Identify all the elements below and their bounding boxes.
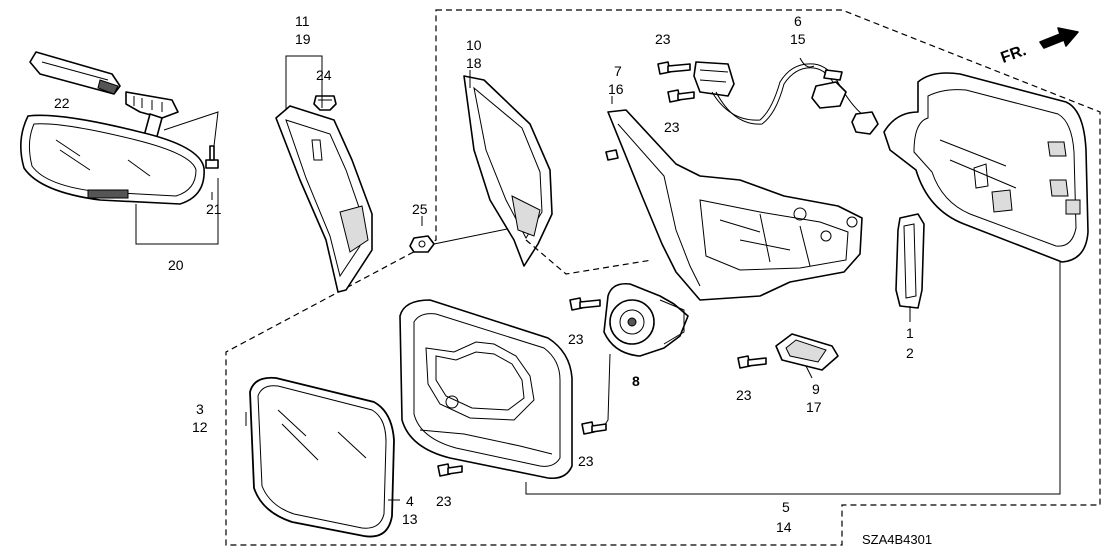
part-23-screw-d	[737, 355, 767, 369]
callout-23-d: 23	[736, 387, 752, 403]
part-25-nut	[409, 227, 513, 253]
callout-16: 16	[608, 81, 624, 97]
callout-8: 8	[632, 373, 640, 389]
assembly-boundary	[225, 9, 1101, 546]
callout-23-b: 23	[664, 119, 680, 135]
part-7-16-mirror-base	[605, 109, 863, 301]
callout-15: 15	[790, 31, 806, 47]
part-9-17-lens-cover	[775, 333, 839, 371]
callout-21: 21	[206, 201, 222, 217]
callout-11: 11	[295, 13, 310, 29]
diagram-code: SZA4B4301	[862, 532, 932, 547]
part-11-19-inner-cover	[275, 105, 373, 293]
callout-23-c: 23	[568, 331, 584, 347]
callout-4: 4	[406, 493, 414, 509]
callout-2: 2	[906, 345, 914, 361]
part-21-screw	[163, 111, 219, 169]
part-22-visor-clip	[29, 51, 121, 95]
callout-6: 6	[794, 13, 802, 29]
callout-9: 9	[812, 381, 820, 397]
callout-24: 24	[316, 67, 332, 83]
callout-18: 18	[466, 55, 482, 71]
front-direction-label: FR.	[999, 42, 1029, 67]
part-23-screw-e	[581, 421, 607, 435]
part-24-clip	[313, 95, 337, 111]
part-23-screw-c	[569, 297, 601, 311]
part-mirror-holder	[399, 299, 573, 480]
callout-12: 12	[192, 419, 208, 435]
part-23-screw-f	[437, 463, 463, 477]
callout-23-a: 23	[655, 31, 671, 47]
callout-3: 3	[196, 401, 204, 417]
bracket-lines	[135, 55, 1061, 501]
callout-1: 1	[906, 325, 914, 341]
callout-23-f: 23	[436, 493, 452, 509]
part-23-screw-a	[657, 61, 691, 75]
part-1-2-turn-light	[895, 213, 925, 309]
callout-19: 19	[295, 31, 311, 47]
callout-22: 22	[54, 95, 70, 111]
part-5-14-housing	[883, 72, 1089, 263]
front-direction-indicator: FR.	[999, 27, 1079, 67]
callout-5: 5	[782, 499, 790, 515]
front-arrow-icon	[1039, 27, 1079, 49]
part-8-actuator	[603, 282, 689, 427]
callout-13: 13	[402, 511, 418, 527]
callout-25: 25	[412, 201, 428, 217]
part-23-screw-b	[667, 89, 695, 103]
part-4-13-mirror-glass	[249, 376, 395, 538]
callout-23-e: 23	[578, 453, 594, 469]
part-10-18-skull-cap	[463, 75, 653, 275]
callout-17: 17	[806, 399, 822, 415]
callout-14: 14	[776, 519, 792, 535]
callout-7: 7	[614, 63, 622, 79]
callout-20: 20	[168, 257, 184, 273]
callout-10: 10	[466, 37, 482, 53]
callout-labels: 11 19 24 22 21 20 10 18 25 23 23 6 15 7 …	[54, 13, 914, 535]
part-6-15-harness	[693, 61, 879, 135]
part-20-rearview-mirror	[20, 114, 205, 205]
